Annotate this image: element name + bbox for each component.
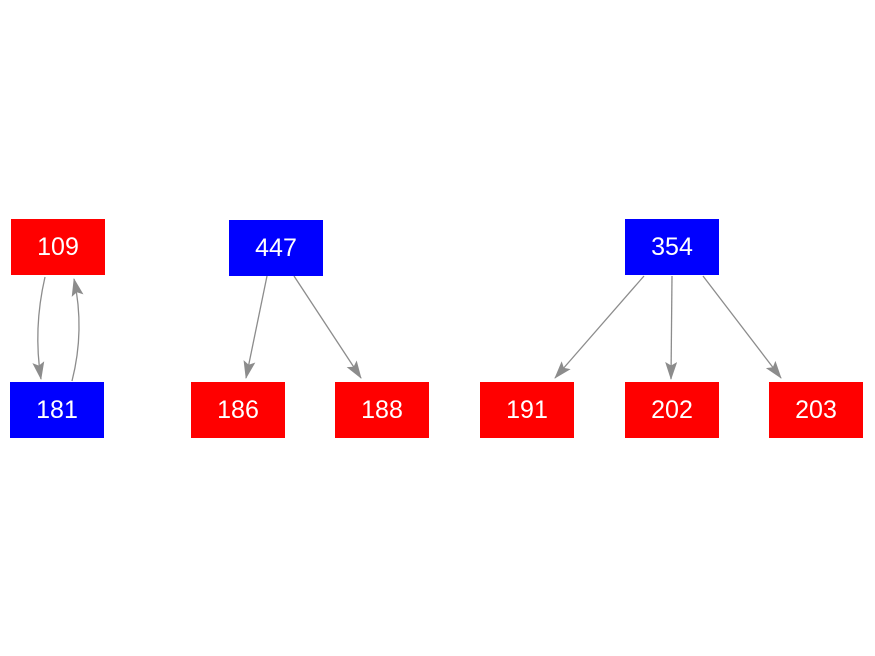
edge-354-202 [665, 275, 678, 380]
node-188: 188 [335, 382, 429, 438]
node-203: 203 [769, 382, 863, 438]
edge-181-109 [71, 278, 84, 382]
node-191: 191 [480, 382, 574, 438]
node-181: 181 [10, 382, 104, 438]
edge-354-203 [702, 275, 782, 379]
edge-354-191 [554, 275, 645, 379]
node-202: 202 [625, 382, 719, 438]
node-109: 109 [11, 219, 105, 275]
node-447: 447 [229, 220, 323, 276]
node-354: 354 [625, 219, 719, 275]
node-186: 186 [191, 382, 285, 438]
edge-447-188 [293, 275, 362, 379]
edge-109-181 [32, 276, 46, 380]
edge-447-186 [243, 275, 268, 379]
